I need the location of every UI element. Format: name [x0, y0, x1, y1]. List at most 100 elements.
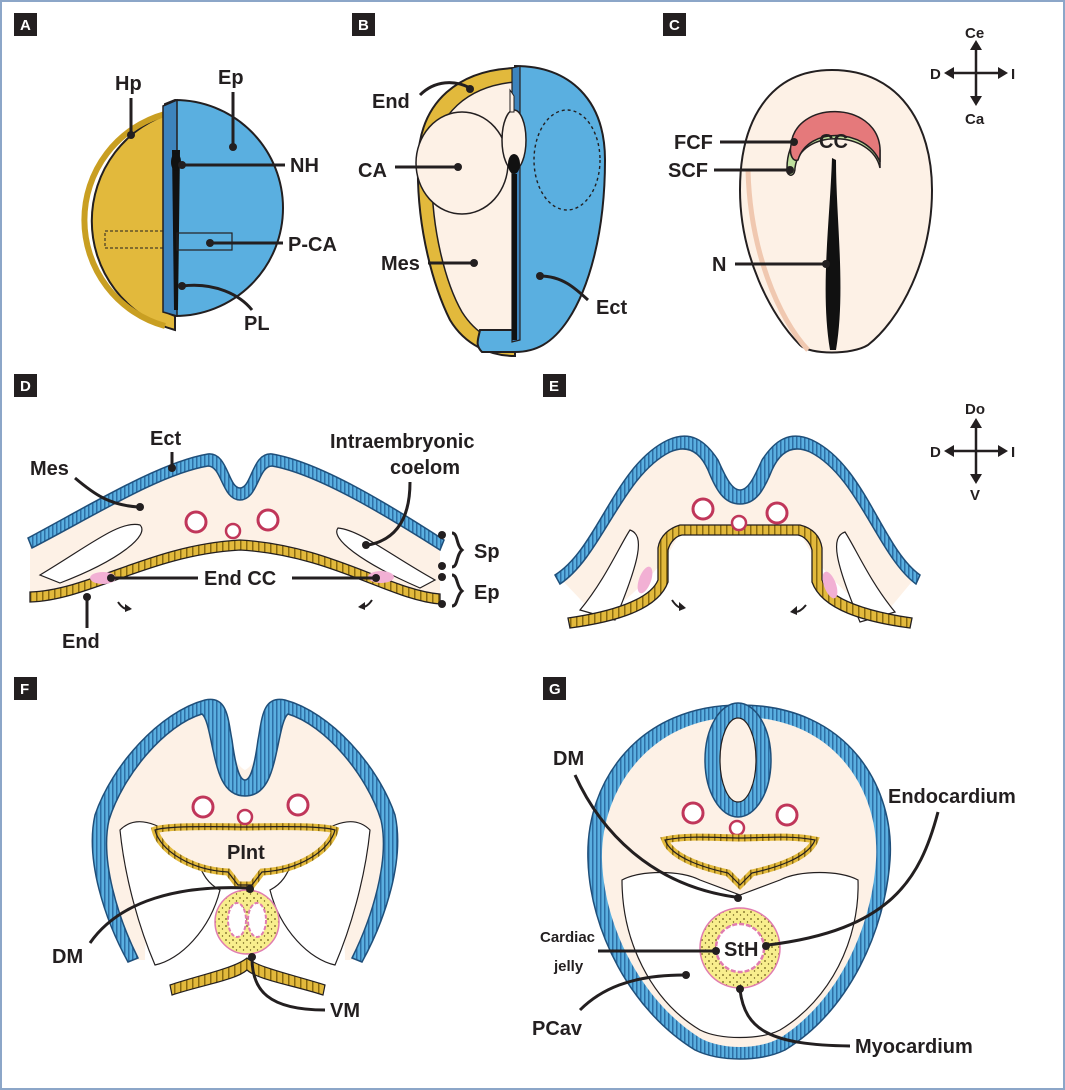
label-sth: StH — [724, 939, 758, 961]
endocardial-tube-right-f — [247, 902, 267, 938]
label-sp: Sp — [474, 541, 500, 563]
heart-tube-f — [214, 889, 280, 955]
endocardial-cells-right-e — [822, 571, 838, 599]
compass-c-label-ca: Ca — [965, 111, 985, 128]
leader-ect-b — [539, 274, 590, 302]
compass-e-label-i: I — [1011, 444, 1015, 461]
embryo-c-left-edge — [745, 169, 810, 352]
endoderm-f-outline — [154, 826, 336, 886]
panel-b: B End CA Mes Ect — [352, 13, 627, 358]
primitive-pit-b — [508, 154, 520, 174]
label-ep: Ep — [218, 67, 244, 89]
label-dm-g: DM — [553, 748, 584, 770]
coelom-left-d — [38, 523, 143, 584]
compass-c-label-i: I — [1011, 66, 1015, 83]
compass-e-arrow-left-icon — [944, 445, 954, 457]
compass-c-arrow-up-icon — [970, 40, 982, 50]
compass-e-label-v: V — [970, 487, 980, 504]
panel-e-badge — [543, 374, 566, 397]
arrow-right-e-head-icon — [790, 606, 797, 615]
dot-vm — [248, 953, 256, 961]
dot-scf — [786, 166, 794, 174]
arrow-left-e-head-icon — [679, 602, 686, 611]
leader-end-b — [418, 81, 471, 97]
dot-dm-g — [734, 894, 742, 902]
dot-end-cc-right — [372, 574, 380, 582]
hypoblast-rim — [81, 111, 166, 329]
anterior-strip-b — [509, 88, 515, 113]
cardiac-area-ellipse — [415, 111, 509, 215]
label-ect-d: Ect — [150, 428, 181, 450]
panel-a: A Hp Ep NH P-CA PL — [14, 13, 337, 335]
leader-dm-f — [88, 886, 249, 944]
vessel-d-left — [184, 510, 208, 534]
dot-intra — [362, 541, 370, 549]
vessel-e-right — [765, 501, 789, 525]
leader-intra — [367, 481, 412, 547]
panel-f-badge — [14, 677, 37, 700]
leader-vm — [250, 957, 326, 1012]
label-hp: Hp — [115, 73, 142, 95]
panel-a-letter: A — [20, 17, 31, 34]
leader-dm-g — [573, 774, 736, 899]
dot-ep-bottom — [438, 600, 446, 608]
panel-f: F PInt DM VM — [14, 677, 399, 1022]
pre-cardiac-area-hidden-box — [104, 230, 164, 249]
label-end-b: End — [372, 91, 410, 113]
dot-dm-f — [246, 885, 254, 893]
vessel-e-left — [691, 497, 715, 521]
dot-nh — [178, 161, 186, 169]
neural-tube-lumen-g — [719, 717, 757, 803]
label-mes-d: Mes — [30, 458, 69, 480]
dot-sp-bottom — [438, 562, 446, 570]
primitive-line — [172, 150, 180, 310]
dot-ca — [454, 163, 462, 171]
vessel-g-center — [728, 819, 746, 837]
ectoderm-f — [91, 698, 399, 963]
compass-c-arrow-left-icon — [944, 67, 954, 79]
label-intra-2: coelom — [390, 457, 460, 479]
ectoderm-e — [553, 435, 921, 586]
label-cardiac-jelly-2: jelly — [553, 958, 584, 975]
panel-c-letter: C — [669, 17, 680, 34]
panel-g: G StH DM Endocardium Cardiac jelly PCav — [532, 677, 1016, 1060]
compass-c-arrow-down-icon — [970, 96, 982, 106]
label-mes-b: Mes — [381, 253, 420, 275]
notochord — [825, 158, 841, 350]
label-pl: PL — [244, 313, 270, 335]
panel-d-letter: D — [20, 378, 31, 395]
label-ca: CA — [358, 160, 387, 182]
endocardial-cells-left-e — [637, 566, 653, 594]
dot-ep — [229, 143, 237, 151]
compass-c-label-d: D — [930, 66, 941, 83]
endoderm-g-outline — [664, 836, 816, 886]
endoderm-e — [567, 524, 913, 629]
vessel-g-left — [681, 801, 705, 825]
label-pcav: PCav — [532, 1018, 583, 1040]
coelom-right-e — [835, 531, 897, 623]
label-fcf: FCF — [674, 132, 713, 154]
dot-end-cc-left — [107, 574, 115, 582]
arrow-left-d-head-icon — [125, 604, 132, 612]
compass-e-label-d: D — [930, 444, 941, 461]
label-ect-b: Ect — [596, 297, 627, 319]
compass-c-arrow-right-icon — [998, 67, 1008, 79]
vessel-e-center — [730, 514, 748, 532]
compass-c-label-ce: Ce — [965, 25, 984, 42]
label-n: N — [712, 254, 726, 276]
vessel-f-right — [286, 793, 310, 817]
compass-e-arrow-down-icon — [970, 474, 982, 484]
first-cardiac-field — [789, 110, 881, 163]
leader-mes-d — [74, 476, 139, 509]
vessel-d-center — [224, 522, 242, 540]
coelom-left-e — [578, 529, 640, 621]
dot-n — [822, 260, 830, 268]
label-end-d: End — [62, 631, 100, 653]
leader-pcav — [578, 973, 685, 1012]
dot-pl — [178, 282, 186, 290]
arrow-right-d-head-icon — [358, 602, 365, 610]
label-myocardium: Myocardium — [855, 1036, 973, 1058]
vessel-f-center — [236, 808, 254, 826]
panel-g-letter: G — [549, 681, 561, 698]
